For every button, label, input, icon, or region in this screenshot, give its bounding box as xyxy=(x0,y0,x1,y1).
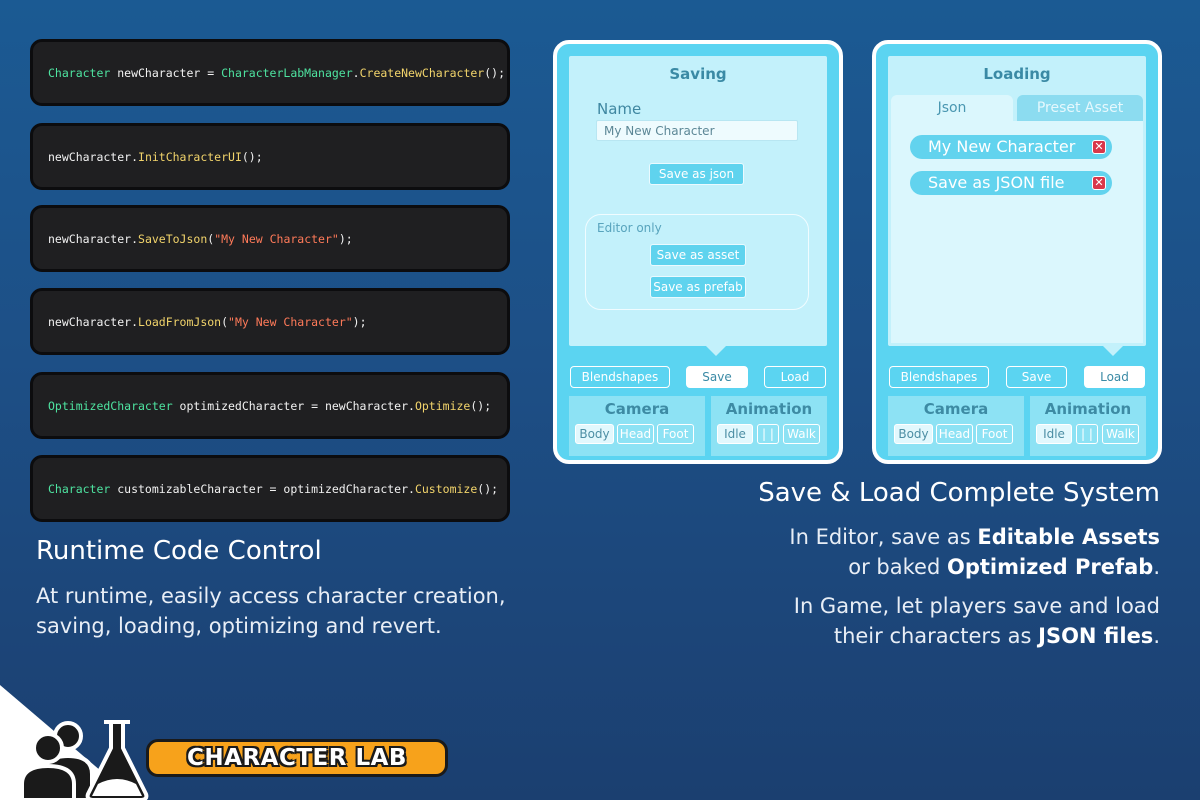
save-nav-button[interactable]: Save xyxy=(686,366,748,388)
code-token: newCharacter = xyxy=(110,65,222,80)
code-block-customize: Character customizableCharacter = optimi… xyxy=(30,455,510,522)
animation-walk-button[interactable]: Walk xyxy=(1102,424,1139,444)
save-pointer-notch xyxy=(705,345,727,356)
camera-title: Camera xyxy=(604,400,670,418)
code-token: LoadFromJson xyxy=(138,314,222,329)
animation-pause-button[interactable]: | | xyxy=(757,424,779,444)
code-token: ); xyxy=(352,314,367,329)
animation-walk-button[interactable]: Walk xyxy=(783,424,820,444)
tab-json[interactable]: Json xyxy=(891,95,1013,121)
code-block-load: newCharacter.LoadFromJson("My New Charac… xyxy=(30,288,510,355)
camera-section: Camera Body Head Foot xyxy=(888,396,1024,456)
animation-title: Animation xyxy=(1044,400,1132,418)
camera-foot-button[interactable]: Foot xyxy=(976,424,1013,444)
editor-description: In Editor, save as Editable Assets or ba… xyxy=(789,525,1160,579)
code-token: newCharacter. xyxy=(48,149,139,164)
code-block-init-ui: newCharacter.InitCharacterUI(); xyxy=(30,123,510,190)
code-block-create: Character newCharacter = CharacterLabMan… xyxy=(30,39,510,106)
code-token: CreateNewCharacter xyxy=(359,65,485,80)
runtime-code-title: Runtime Code Control xyxy=(36,536,322,566)
camera-section: Camera Body Head Foot xyxy=(569,396,705,456)
camera-body-button[interactable]: Body xyxy=(575,424,614,444)
code-token: OptimizedCharacter xyxy=(48,398,173,413)
camera-head-button[interactable]: Head xyxy=(936,424,973,444)
code-token: SaveToJson xyxy=(138,231,208,246)
code-token: "My New Character" xyxy=(228,314,353,329)
loading-heading: Loading xyxy=(983,65,1051,83)
file-name-label: My New Character xyxy=(928,137,1076,156)
delete-icon[interactable]: ✕ xyxy=(1092,176,1106,190)
code-token: optimizedCharacter = newCharacter. xyxy=(172,398,415,413)
list-item[interactable]: Save as JSON file ✕ xyxy=(910,171,1112,195)
code-token: ); xyxy=(338,231,353,246)
camera-foot-button[interactable]: Foot xyxy=(657,424,694,444)
editor-only-label: Editor only xyxy=(597,221,662,235)
animation-title: Animation xyxy=(725,400,813,418)
code-token: (); xyxy=(477,481,499,496)
code-token: customizableCharacter = optimizedCharact… xyxy=(110,481,415,496)
code-token: Optimize xyxy=(414,398,471,413)
load-pointer-notch xyxy=(1102,345,1124,356)
character-lab-logo-icon xyxy=(20,720,149,800)
code-token: Character xyxy=(48,65,111,80)
code-token: (); xyxy=(470,398,492,413)
code-token: Character xyxy=(48,481,111,496)
code-token: Customize xyxy=(414,481,478,496)
saving-panel: Saving Name Save as json Editor only Sav… xyxy=(553,40,843,464)
saving-content: Saving Name Save as json Editor only Sav… xyxy=(569,56,827,356)
loading-panel: Loading Json Preset Asset My New Charact… xyxy=(872,40,1162,464)
blendshapes-button[interactable]: Blendshapes xyxy=(889,366,989,388)
save-as-prefab-button[interactable]: Save as prefab xyxy=(650,276,746,298)
save-as-asset-button[interactable]: Save as asset xyxy=(650,244,746,266)
animation-section: Animation Idle | | Walk xyxy=(1030,396,1146,456)
save-load-title: Save & Load Complete System xyxy=(758,478,1160,508)
code-token: . xyxy=(352,65,360,80)
delete-icon[interactable]: ✕ xyxy=(1092,140,1106,154)
blendshapes-button[interactable]: Blendshapes xyxy=(570,366,670,388)
file-name-label: Save as JSON file xyxy=(928,173,1065,192)
code-token: InitCharacterUI xyxy=(138,149,242,164)
load-nav-button[interactable]: Load xyxy=(1084,366,1145,388)
game-description: In Game, let players save and load their… xyxy=(793,594,1160,648)
animation-idle-button[interactable]: Idle xyxy=(717,424,753,444)
code-token: (); xyxy=(241,149,263,164)
save-as-json-button[interactable]: Save as json xyxy=(649,163,744,185)
code-token: newCharacter. xyxy=(48,314,139,329)
camera-title: Camera xyxy=(923,400,989,418)
camera-head-button[interactable]: Head xyxy=(617,424,654,444)
name-input[interactable] xyxy=(596,120,798,141)
load-nav-button[interactable]: Load xyxy=(764,366,826,388)
saving-heading: Saving xyxy=(669,65,727,83)
animation-section: Animation Idle | | Walk xyxy=(711,396,827,456)
save-nav-button[interactable]: Save xyxy=(1006,366,1067,388)
animation-pause-button[interactable]: | | xyxy=(1076,424,1098,444)
code-token: "My New Character" xyxy=(214,231,339,246)
camera-body-button[interactable]: Body xyxy=(894,424,933,444)
runtime-code-description: At runtime, easily access character crea… xyxy=(36,584,506,638)
code-token: newCharacter. xyxy=(48,231,139,246)
code-token: CharacterLabManager xyxy=(221,65,353,80)
name-label: Name xyxy=(597,100,642,118)
list-item[interactable]: My New Character ✕ xyxy=(910,135,1112,159)
animation-idle-button[interactable]: Idle xyxy=(1036,424,1072,444)
code-block-save: newCharacter.SaveToJson("My New Characte… xyxy=(30,205,510,272)
code-token: (); xyxy=(484,65,505,80)
code-block-optimize: OptimizedCharacter optimizedCharacter = … xyxy=(30,372,510,439)
code-token: ( xyxy=(221,314,229,329)
loading-content: Loading Json Preset Asset My New Charact… xyxy=(888,56,1146,356)
json-file-list: My New Character ✕ Save as JSON file ✕ xyxy=(891,121,1143,343)
tab-preset-asset[interactable]: Preset Asset xyxy=(1017,95,1143,121)
character-lab-logo-text: CHARACTER LAB xyxy=(146,739,448,777)
editor-only-group: Editor only Save as asset Save as prefab xyxy=(585,214,809,310)
code-token: ( xyxy=(207,231,215,246)
